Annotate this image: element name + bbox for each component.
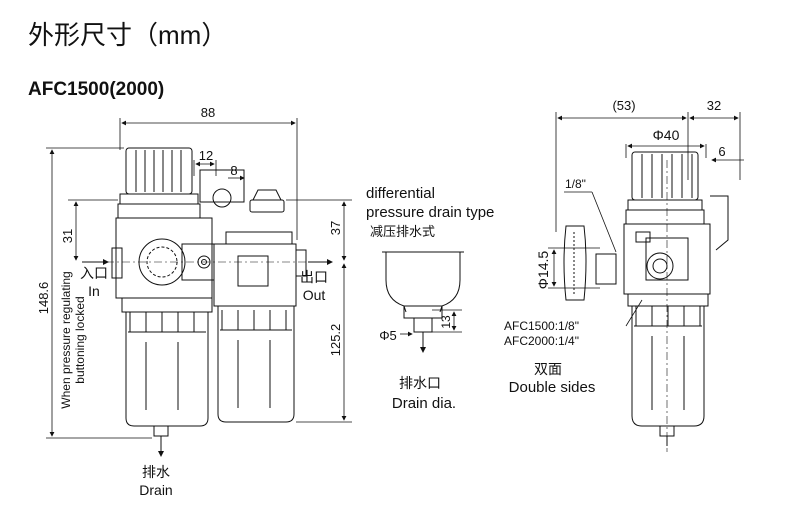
side-view bbox=[548, 112, 744, 452]
front-view bbox=[46, 118, 352, 457]
drain-label-en: Drain bbox=[139, 482, 172, 498]
outlet-label-en: Out bbox=[303, 287, 326, 303]
inlet-label-cn: 入口 bbox=[80, 265, 108, 281]
drain-detail-title-2: pressure drain type bbox=[366, 204, 494, 221]
drain-detail-title-1: differential bbox=[366, 185, 435, 202]
dim-37: 37 bbox=[328, 221, 343, 235]
side-dim-port-1-8: 1/8" bbox=[565, 177, 586, 191]
side-dim-phi14-5: Φ14.5 bbox=[535, 251, 551, 290]
side-dim-phi40: Φ40 bbox=[653, 127, 680, 143]
dim-148-6: 148.6 bbox=[36, 282, 51, 315]
dim-31: 31 bbox=[60, 229, 75, 243]
model-title: AFC1500(2000) bbox=[28, 79, 164, 100]
dim-12: 12 bbox=[199, 148, 213, 163]
locked-note-line1: When pressure regulating bbox=[59, 271, 73, 408]
drain-detail-title-cn: 减压排水式 bbox=[370, 224, 435, 239]
drain-label-cn: 排水 bbox=[142, 464, 170, 480]
double-sides-en: Double sides bbox=[509, 379, 596, 396]
port-size-afc1500: AFC1500:1/8" bbox=[504, 319, 579, 333]
dim-125-2: 125.2 bbox=[328, 324, 343, 357]
side-dim-53: (53) bbox=[612, 98, 635, 113]
dim-width-88: 88 bbox=[201, 105, 215, 120]
drain-dim-phi5: Φ5 bbox=[379, 328, 397, 343]
drain-outlet-label-en: Drain dia. bbox=[392, 395, 456, 412]
dim-8: 8 bbox=[230, 163, 237, 178]
drain-dim-13: 13 bbox=[439, 315, 453, 329]
drain-outlet-label-cn: 排水口 bbox=[399, 375, 441, 391]
page-title: 外形尺寸（mm） bbox=[28, 20, 227, 50]
locked-note-line2: buttoning locked bbox=[73, 296, 87, 383]
inlet-label-en: In bbox=[88, 283, 100, 299]
double-sides-cn: 双面 bbox=[534, 361, 562, 377]
side-dim-32: 32 bbox=[707, 98, 721, 113]
drain-detail-drawing bbox=[382, 251, 464, 353]
outlet-label-cn: 出口 bbox=[300, 269, 328, 285]
side-dim-6: 6 bbox=[718, 144, 725, 159]
port-size-afc2000: AFC2000:1/4" bbox=[504, 334, 579, 348]
